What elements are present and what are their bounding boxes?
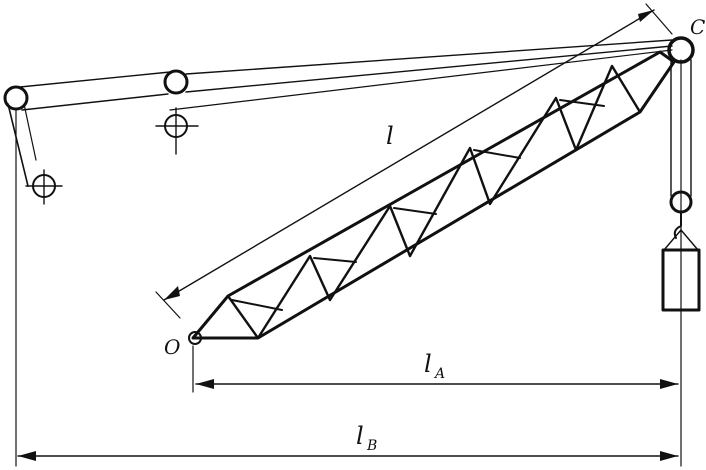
- pivot-pin: [188, 331, 202, 345]
- cable-top-left: [9, 71, 171, 89]
- dim-la-arrow-right: [660, 379, 678, 389]
- cable-top-right: [185, 39, 673, 75]
- truss-strut-2: [313, 257, 357, 263]
- sling-right: [680, 229, 699, 251]
- bracket-line-inner: [23, 103, 37, 161]
- label-reach-b-sub: B: [366, 438, 377, 454]
- middle-pulley-group: [155, 69, 199, 155]
- cable-bottom-left: [21, 93, 169, 111]
- label-reach-b: l: [356, 422, 364, 450]
- dimension-la: [195, 379, 679, 389]
- label-tip: C: [690, 15, 705, 39]
- middle-upper-pulley: [163, 69, 189, 95]
- truss-strut-4: [473, 149, 521, 159]
- dim-la-arrow-left: [196, 379, 214, 389]
- truss-strut-3: [393, 207, 437, 215]
- dim-l-line: [163, 9, 655, 301]
- cable-lower-right: [169, 49, 673, 111]
- label-reach-a-sub: A: [433, 366, 445, 382]
- left-pulley-group: [3, 85, 63, 205]
- truss-lacing: [226, 64, 642, 340]
- dim-lb-arrow-right: [660, 451, 678, 461]
- label-reach-a: l: [424, 350, 432, 378]
- dimension-l: [155, 3, 673, 319]
- load-block: [661, 248, 701, 312]
- dim-l-extension-high: [645, 3, 673, 35]
- label-pivot: O: [164, 335, 180, 359]
- sling-left: [663, 229, 682, 251]
- dim-lb-arrow-left: [18, 451, 36, 461]
- cables: [9, 39, 673, 111]
- dimension-lb: [17, 451, 679, 461]
- dim-l-arrow-high: [638, 10, 654, 22]
- boom-upper-chord: [227, 51, 661, 297]
- tip-hook-group: [661, 36, 701, 312]
- truss-strut-1: [231, 299, 283, 311]
- truss-strut-5: [559, 99, 605, 107]
- bracket-line: [7, 103, 29, 187]
- reference-lines: [15, 59, 682, 467]
- boom-truss: [188, 50, 676, 345]
- cable-mid-right: [185, 45, 673, 93]
- dim-l-extension-low: [155, 291, 181, 319]
- boom-lower-chord: [257, 111, 641, 339]
- label-length: l: [386, 122, 394, 150]
- boom-outline: [191, 50, 676, 340]
- tip-pulley: [667, 36, 695, 64]
- dim-l-arrow-low: [164, 286, 180, 300]
- left-pulley: [3, 85, 29, 111]
